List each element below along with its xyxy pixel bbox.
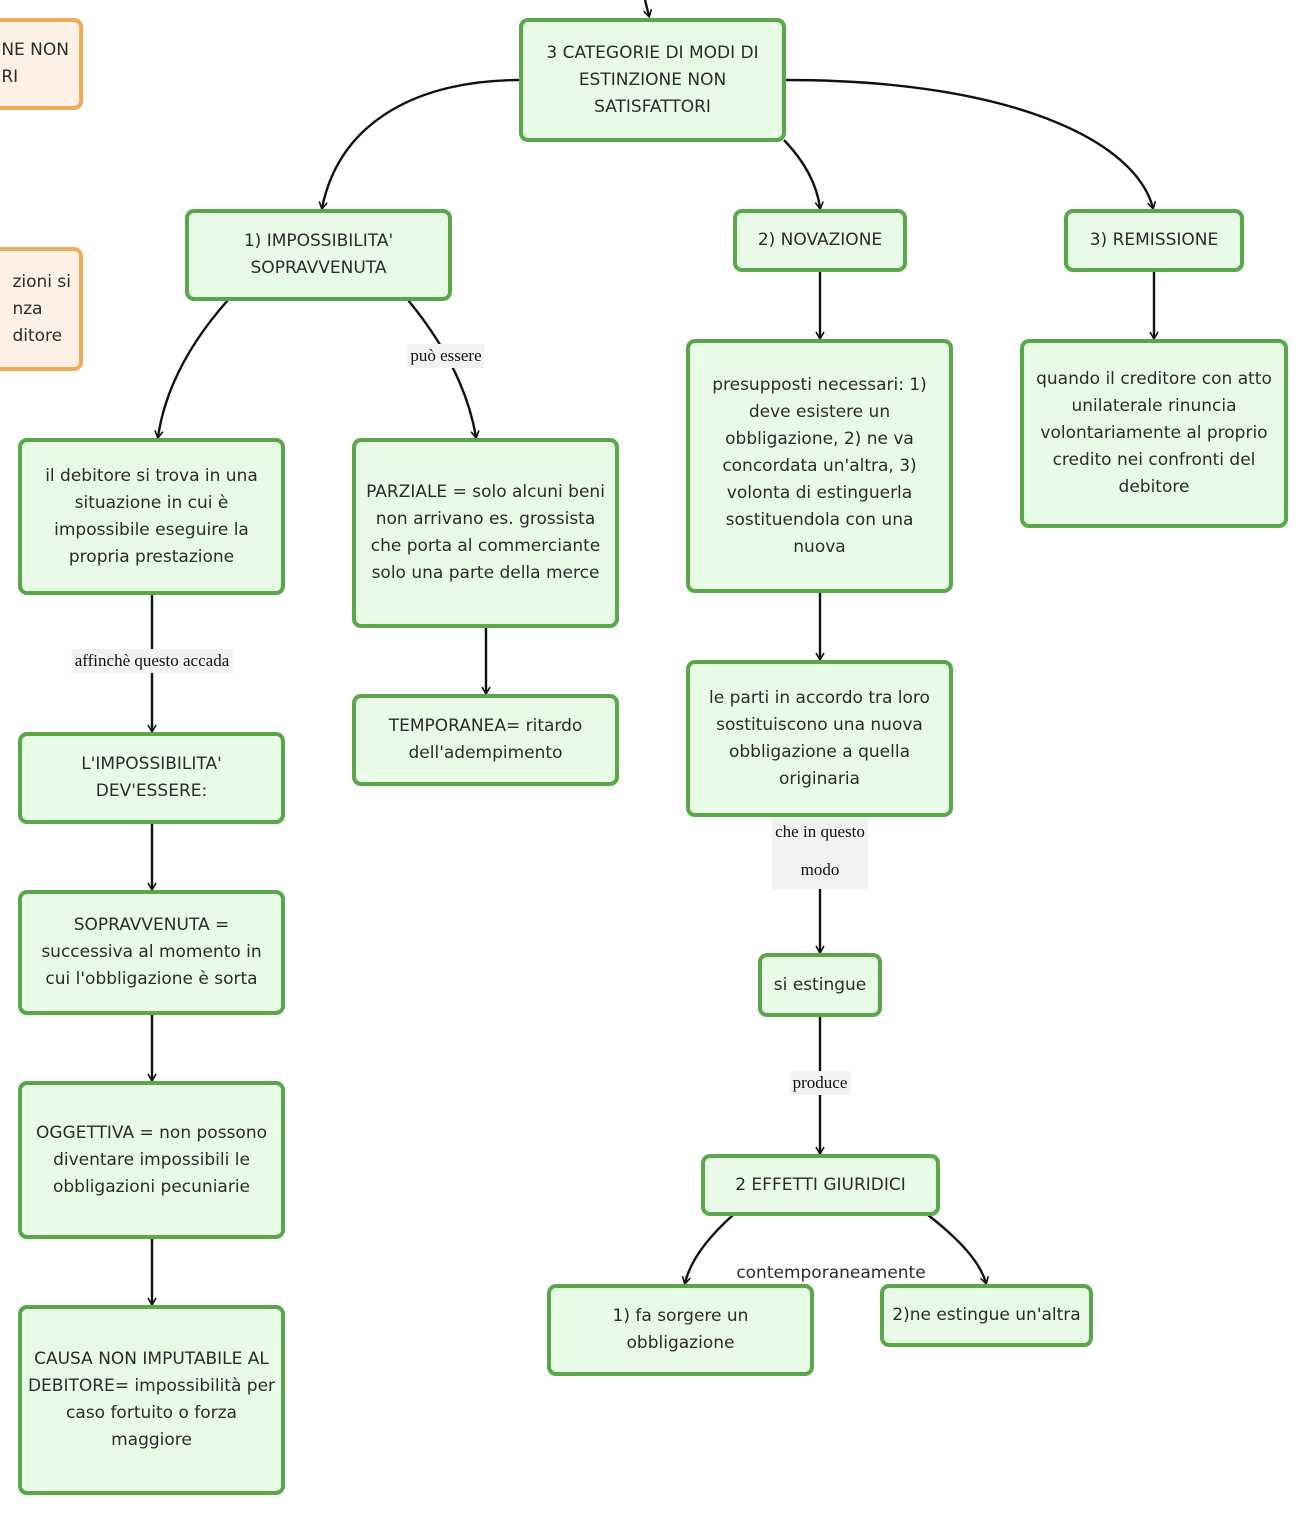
node-novazione[interactable]: 2) NOVAZIONE <box>733 209 907 272</box>
node-debitore[interactable]: il debitore si trova in una situazione i… <box>18 438 285 595</box>
node-sopravvenuta[interactable]: SOPRAVVENUTA = successiva al momento in … <box>18 890 285 1015</box>
edge-top-remissione <box>785 78 1157 211</box>
edge-label-puo-essere: può essere <box>407 344 485 368</box>
edge-effetti-sorgere <box>681 1214 734 1286</box>
edge-effetti-altra <box>927 1214 989 1286</box>
edge-label-che-in-questo-modo: che in questo modo <box>772 813 868 889</box>
node-parti[interactable]: le parti in accordo tra loro sostituisco… <box>686 660 953 817</box>
node-causa[interactable]: CAUSA NON IMPUTABILE AL DEBITORE= imposs… <box>18 1305 285 1495</box>
node-devessere[interactable]: L'IMPOSSIBILITA' DEV'ESSERE: <box>18 732 285 824</box>
edge-label-contemporaneamente: contemporaneamente <box>733 1261 929 1285</box>
edge-label-affinche: affinchè questo accada <box>71 649 233 673</box>
node-altra[interactable]: 2)ne estingue un'altra <box>880 1284 1093 1347</box>
node-remissione[interactable]: 3) REMISSIONE <box>1064 209 1244 272</box>
side-node-top[interactable]: NE NON RI <box>0 18 83 110</box>
node-temporanea[interactable]: TEMPORANEA= ritardo dell'adempimento <box>352 694 619 786</box>
node-top-categorie[interactable]: 3 CATEGORIE DI MODI DI ESTINZIONE NON SA… <box>519 18 786 142</box>
node-effetti[interactable]: 2 EFFETTI GIURIDICI <box>701 1154 940 1216</box>
node-estingue[interactable]: si estingue <box>758 953 882 1017</box>
edge-incoming-top <box>643 0 653 19</box>
side-node-mid[interactable]: zioni si nza ditore <box>0 247 83 371</box>
edge-label-produce: produce <box>789 1071 851 1095</box>
edge-impossibilita-parziale <box>407 299 480 440</box>
node-impossibilita[interactable]: 1) IMPOSSIBILITA' SOPRAVVENUTA <box>185 209 452 301</box>
edge-impossibilita-debitore <box>154 299 229 440</box>
node-parziale[interactable]: PARZIALE = solo alcuni beni non arrivano… <box>352 438 619 628</box>
node-remissione-desc[interactable]: quando il creditore con atto unilaterale… <box>1020 339 1288 528</box>
edge-top-impossibilita <box>318 78 521 211</box>
edge-top-novazione <box>783 139 824 211</box>
node-sorgere[interactable]: 1) fa sorgere un obbligazione <box>547 1284 814 1376</box>
node-presupposti[interactable]: presupposti necessari: 1) deve esistere … <box>686 339 953 593</box>
node-oggettiva[interactable]: OGGETTIVA = non possono diventare imposs… <box>18 1081 285 1239</box>
